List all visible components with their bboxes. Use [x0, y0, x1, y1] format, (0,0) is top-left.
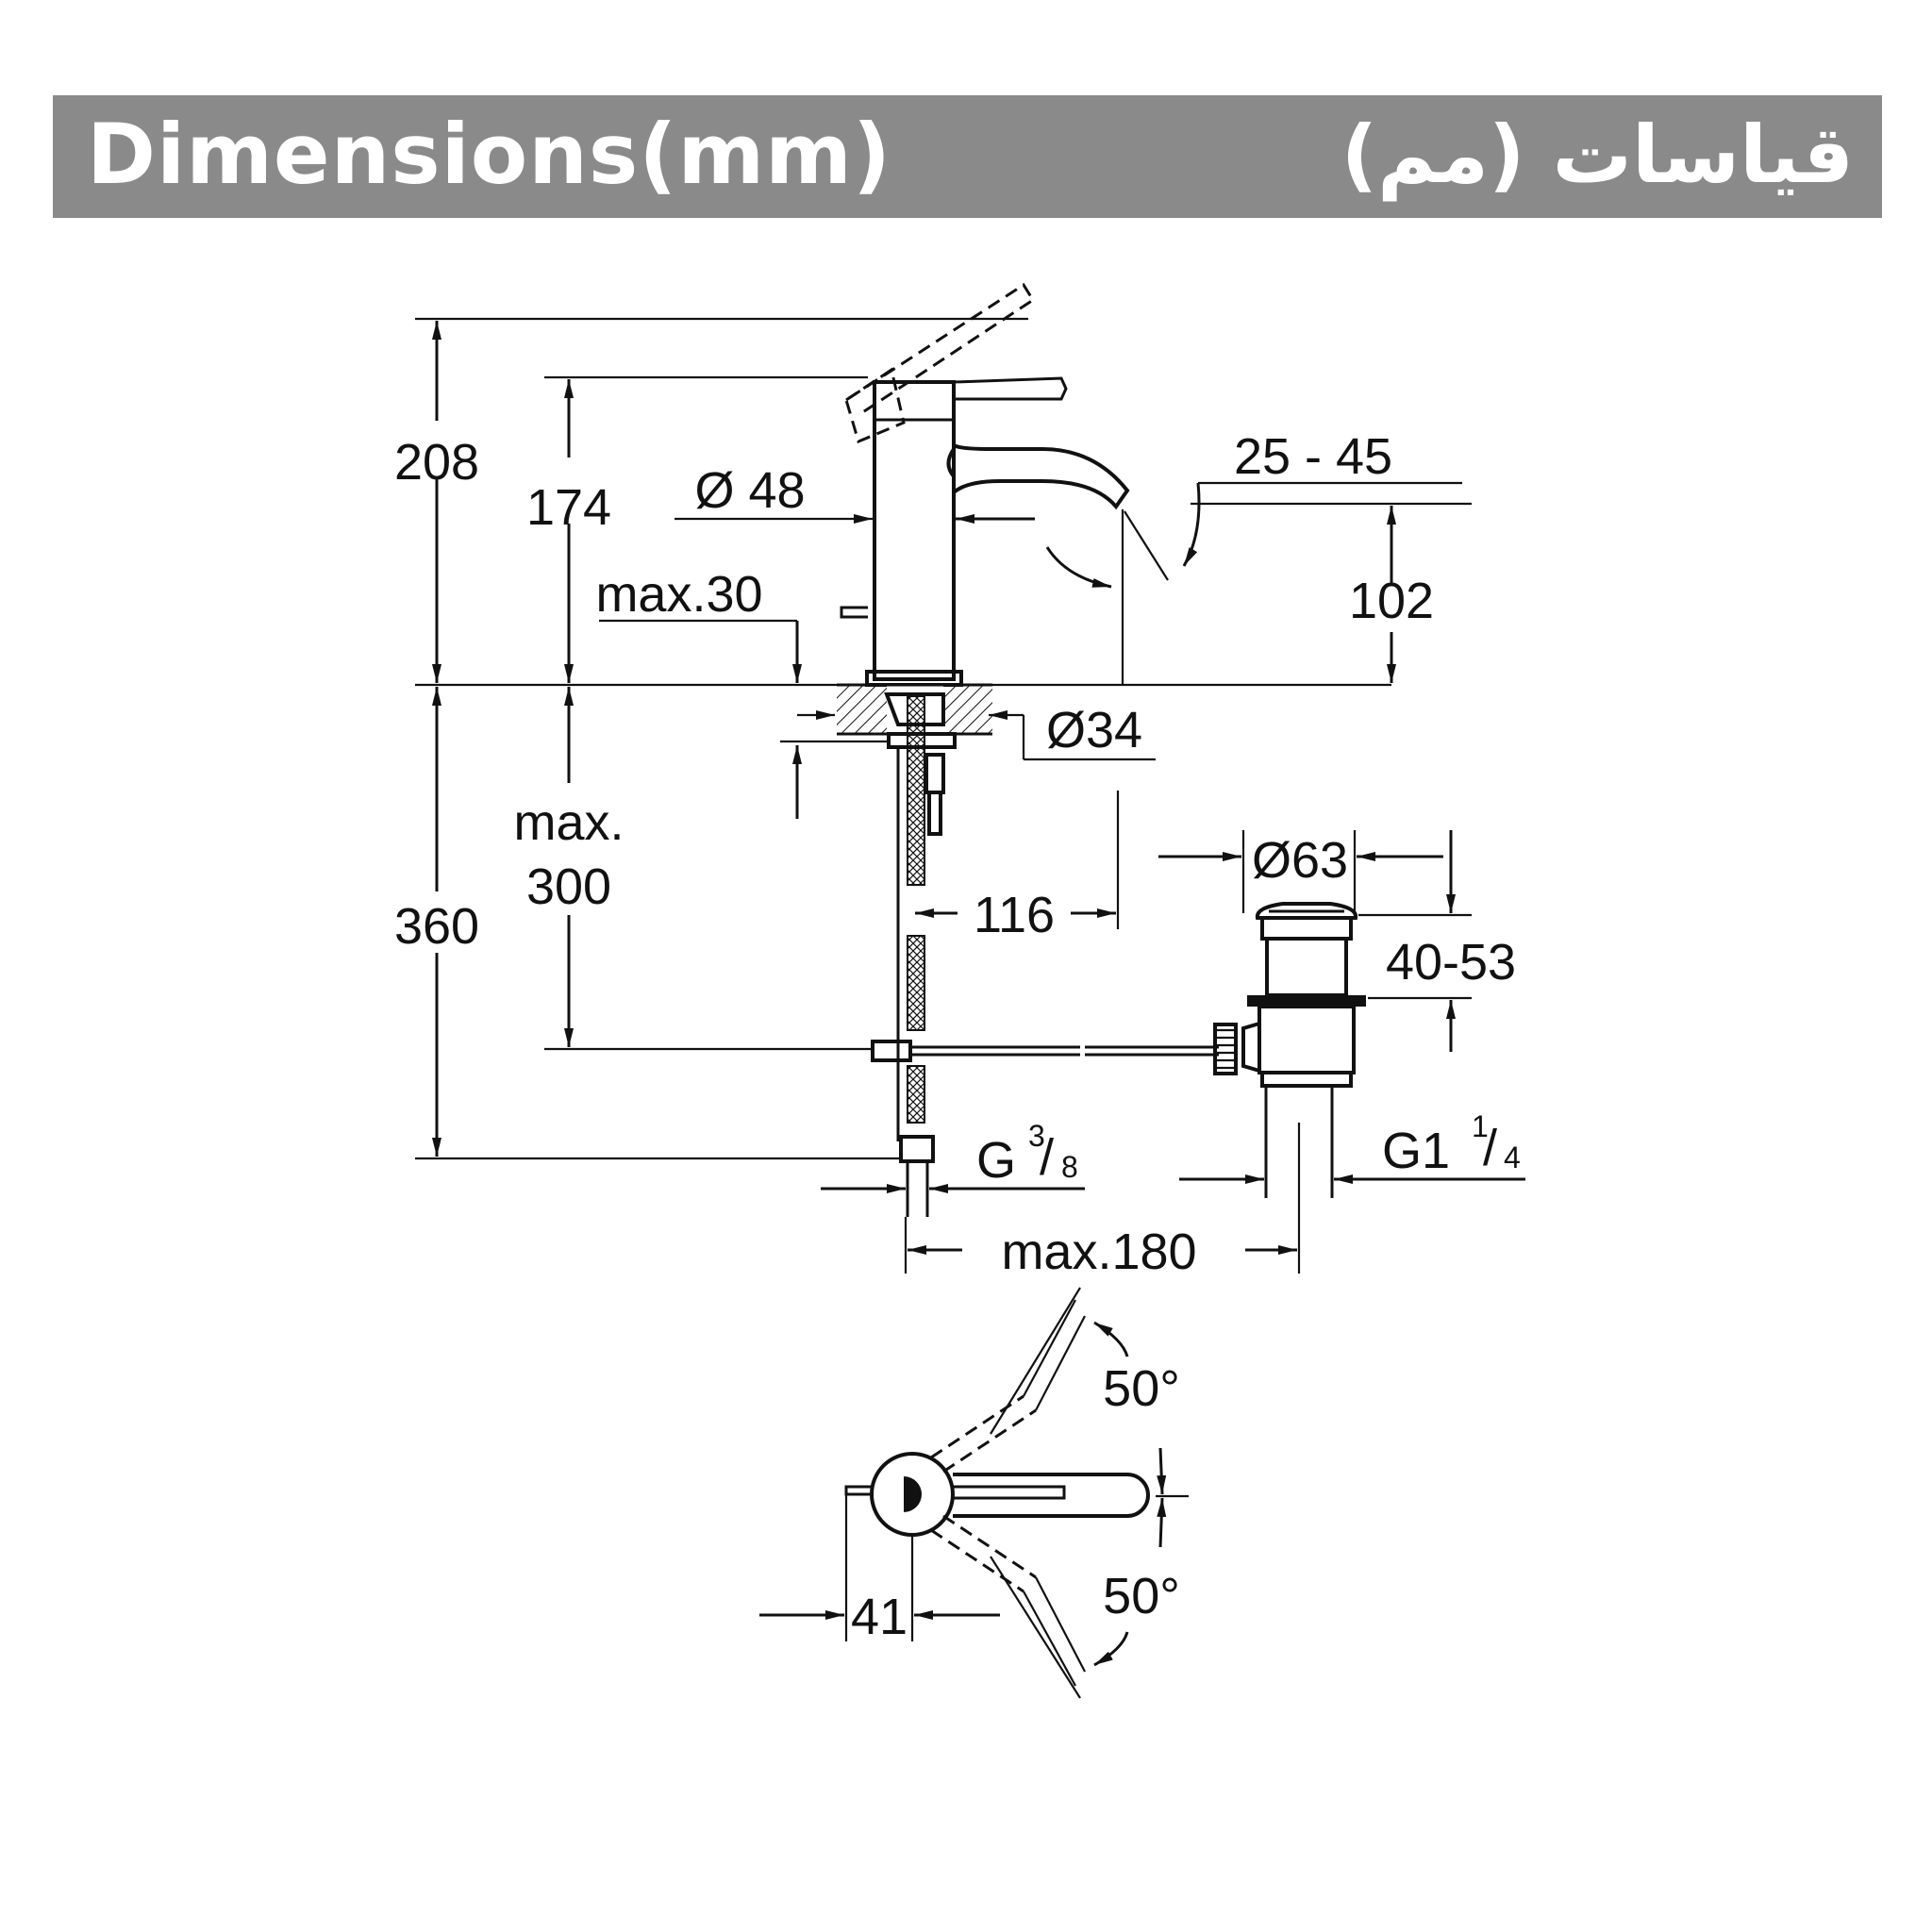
title-english: Dimensions(mm) [87, 106, 892, 203]
dim-connection-g: G [976, 1132, 1016, 1189]
dimension-lines [415, 317, 1525, 1274]
dim-max-30: max.30 [595, 566, 762, 623]
rod-clamp [871, 1040, 912, 1062]
dim-connection-denominator: 8 [1061, 1150, 1078, 1184]
pull-rod-knob [1213, 1023, 1238, 1075]
title-arabic: قياسات (مم) [1341, 108, 1854, 201]
dim-diameter-48: Ø 48 [694, 462, 805, 519]
dim-max-label: max. [513, 794, 624, 851]
fixing-nut [884, 692, 945, 726]
dim-40-53: 40-53 [1386, 934, 1516, 991]
dim-360: 360 [394, 898, 479, 955]
hose-connector [924, 753, 945, 794]
dim-116: 116 [974, 887, 1055, 943]
waste-nut [1247, 995, 1366, 1007]
lever-handle [953, 376, 1068, 401]
lever-top [844, 1485, 872, 1496]
waste-plug [1255, 902, 1358, 920]
waste-assembly [1213, 902, 1366, 1198]
dim-300: 300 [526, 858, 611, 915]
header-bar: Dimensions(mm) قياسات (مم) [53, 95, 1882, 218]
dim-angle-range: 25 - 45 [1234, 428, 1392, 485]
lever-open-outline [844, 282, 1036, 444]
dim-max-180: max.180 [1001, 1224, 1196, 1280]
dim-connection-numerator: 3 [1028, 1119, 1045, 1153]
dim-waste-thread-denominator: 4 [1504, 1141, 1521, 1174]
dim-waste-thread: G1 [1382, 1123, 1450, 1179]
fraction-slash: / [1040, 1129, 1054, 1186]
faucet-top-view [759, 1287, 1189, 1699]
connection-nut [899, 1135, 935, 1163]
dim-208: 208 [394, 434, 479, 491]
dim-waste-thread-numerator: 1 [1472, 1109, 1489, 1143]
supply-hose-left [907, 695, 925, 886]
dim-41: 41 [851, 1589, 908, 1645]
faucet-body [873, 380, 956, 681]
dim-174: 174 [526, 479, 611, 536]
dim-angle-bottom: 50° [1103, 1568, 1180, 1624]
dim-102: 102 [1349, 573, 1434, 629]
spout-top [953, 1473, 1150, 1518]
dimension-labels: 208 174 Ø 48 25 - 45 102 max.30 Ø34 max.… [394, 428, 1521, 1645]
popup-rod-knob [840, 606, 868, 619]
faucet-side-view [837, 282, 1219, 1217]
dim-diameter-63: Ø63 [1252, 832, 1348, 889]
dim-angle-top: 50° [1103, 1360, 1180, 1417]
spout [952, 443, 1130, 510]
fraction-slash-2: / [1483, 1120, 1497, 1176]
waste-body [1265, 937, 1348, 997]
dim-diameter-34: Ø34 [1046, 702, 1142, 758]
